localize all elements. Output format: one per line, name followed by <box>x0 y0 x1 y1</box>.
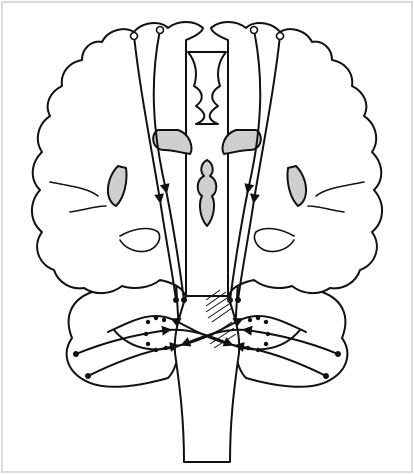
right-cerebellum <box>234 280 347 387</box>
brainstem <box>175 296 240 462</box>
left-cerebellum <box>67 280 180 387</box>
